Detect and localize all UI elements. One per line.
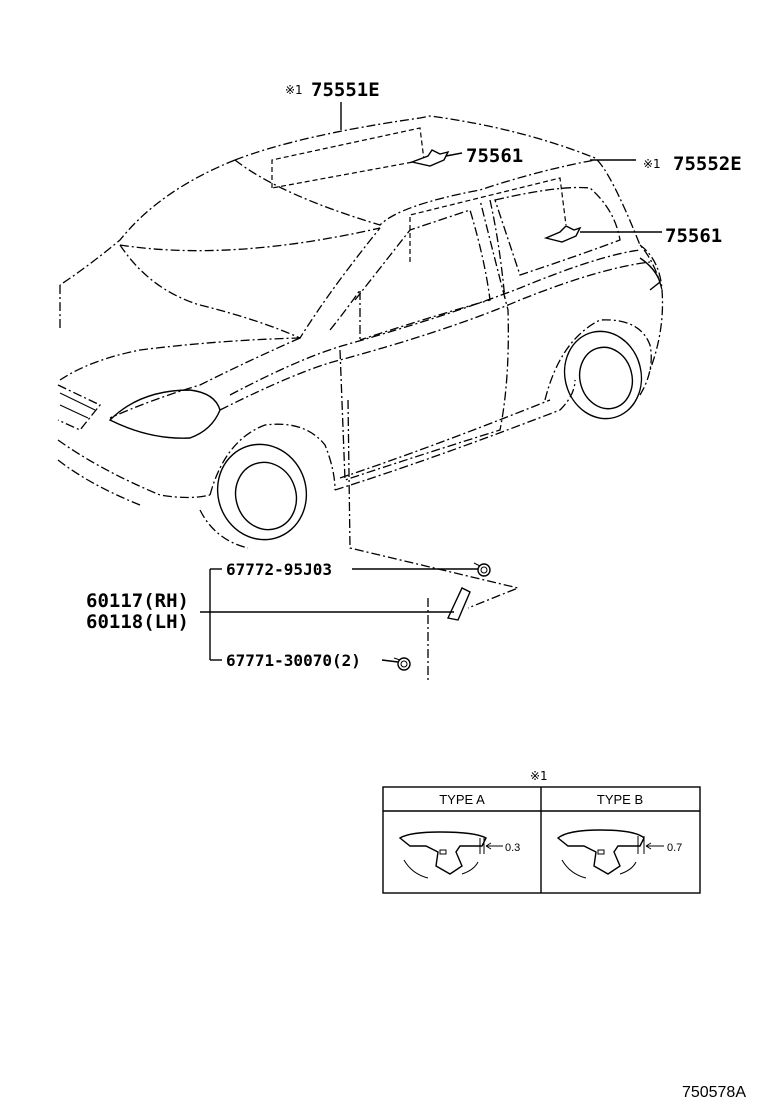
mudguard-part-icon <box>446 587 471 621</box>
headlight-outline <box>108 389 221 439</box>
front-wheel-arch <box>209 423 336 496</box>
type-table: ※1 TYPE A TYPE B 0.3 0.7 <box>382 769 701 894</box>
hood-outline <box>59 285 301 381</box>
part-label-67772-95j03: 67772-95J03 <box>226 560 332 579</box>
front-wheel <box>216 443 308 541</box>
part-label-75561-rear: 75561 <box>665 225 722 247</box>
clip-lower-icon <box>393 657 411 671</box>
car-illustration <box>57 115 664 549</box>
type-table-note-mark: ※1 <box>530 769 548 783</box>
part-label-60118-lh: 60118(LH) <box>86 611 189 633</box>
part-label-67771-30070: 67771-30070(2) <box>226 651 361 670</box>
rear-wheel <box>563 330 643 420</box>
part-label-75561-front: 75561 <box>466 145 523 167</box>
rear-quarter-window <box>494 186 621 276</box>
clip-upper-icon <box>473 562 491 577</box>
part-label-60117-rh: 60117(RH) <box>86 590 189 612</box>
note-mark-roof-left: ※1 <box>285 83 303 97</box>
molding-section-b-icon <box>556 829 664 879</box>
type-b-header: TYPE B <box>597 792 643 807</box>
roof-clip-rear-icon <box>543 225 582 243</box>
rear-wheel-arch <box>544 319 652 401</box>
type-a-dimension: 0.3 <box>505 842 520 854</box>
roof-moldings <box>271 102 662 262</box>
front-door-outline <box>339 199 509 481</box>
callout-labels: ※1 75551E 75561 ※1 75552E 75561 67772-95… <box>86 79 742 670</box>
figure-id: 750578A <box>682 1084 746 1101</box>
type-a-header: TYPE A <box>439 792 485 807</box>
part-label-75552e: 75552E <box>673 153 742 175</box>
type-b-dimension: 0.7 <box>667 842 682 854</box>
car-roof-outline <box>234 115 663 291</box>
mudguard-group <box>200 399 521 682</box>
part-label-75551e: 75551E <box>311 79 380 101</box>
windshield-outline <box>119 227 381 339</box>
molding-section-a-icon <box>398 831 503 879</box>
note-mark-roof-right: ※1 <box>643 157 661 171</box>
roof-molding-left <box>271 127 425 189</box>
roof-molding-right <box>409 177 567 262</box>
roof-clip-front-icon <box>409 149 450 167</box>
